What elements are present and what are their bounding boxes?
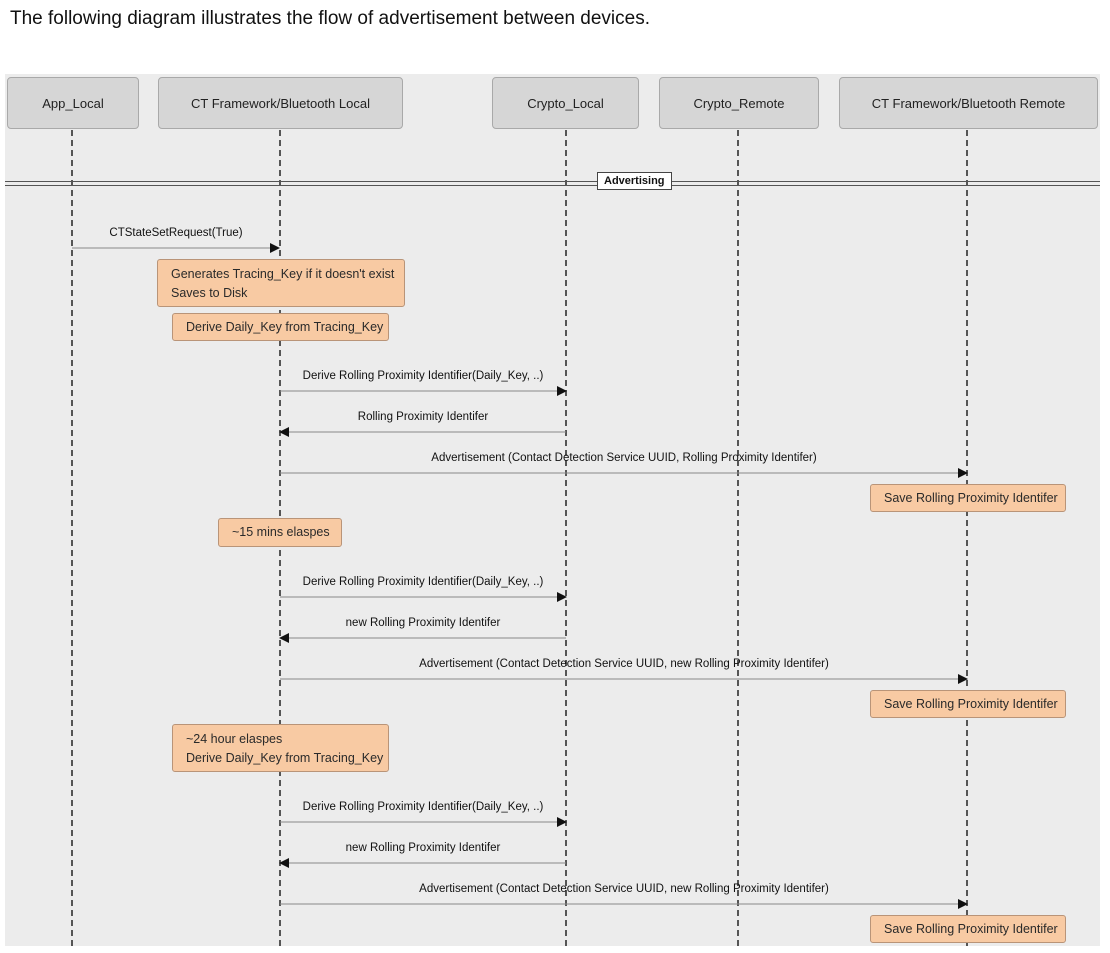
message-arrows: [72, 243, 968, 909]
section-separator: [5, 181, 1100, 186]
message-label: Advertisement (Contact Detection Service…: [431, 452, 817, 464]
note-line: Generates Tracing_Key if it doesn't exis…: [171, 267, 395, 281]
note-15-mins-elapse: ~15 mins elaspes: [218, 518, 342, 547]
note-save-rpi: Save Rolling Proximity Identifer: [870, 484, 1066, 512]
note-line: ~24 hour elaspes: [186, 732, 283, 746]
note-save-rpi: Save Rolling Proximity Identifer: [870, 690, 1066, 718]
lifeline-ct-framework-remote: [966, 130, 968, 946]
note-line: Save Rolling Proximity Identifer: [884, 491, 1058, 505]
message-label: Derive Rolling Proximity Identifier(Dail…: [302, 576, 544, 588]
message-label: Derive Rolling Proximity Identifier(Dail…: [302, 370, 544, 382]
message-label: new Rolling Proximity Identifer: [345, 842, 501, 854]
message-label: CTStateSetRequest(True): [109, 227, 243, 239]
lifeline-crypto-remote: [737, 130, 739, 946]
participant-ct-framework-local: CT Framework/Bluetooth Local: [158, 77, 403, 129]
note-line: Derive Daily_Key from Tracing_Key: [186, 751, 384, 765]
sequence-diagram: App_Local CT Framework/Bluetooth Local C…: [5, 74, 1100, 946]
note-line: Saves to Disk: [171, 286, 248, 300]
lifeline-app-local: [71, 130, 73, 946]
lifeline-crypto-local: [565, 130, 567, 946]
note-save-rpi: Save Rolling Proximity Identifer: [870, 915, 1066, 943]
participant-crypto-local: Crypto_Local: [492, 77, 639, 129]
message-label: Advertisement (Contact Detection Service…: [419, 883, 829, 895]
section-label-advertising: Advertising: [597, 172, 672, 190]
note-line: ~15 mins elaspes: [232, 525, 330, 539]
note-derive-daily-key: Derive Daily_Key from Tracing_Key: [172, 313, 389, 341]
participant-app-local: App_Local: [7, 77, 139, 129]
message-label: Advertisement (Contact Detection Service…: [419, 658, 829, 670]
message-label: Rolling Proximity Identifer: [357, 411, 489, 423]
note-generate-tracing-key: Generates Tracing_Key if it doesn't exis…: [157, 259, 405, 307]
message-label: new Rolling Proximity Identifer: [345, 617, 501, 629]
note-line: Derive Daily_Key from Tracing_Key: [186, 320, 384, 334]
message-label: Derive Rolling Proximity Identifier(Dail…: [302, 801, 544, 813]
participant-ct-framework-remote: CT Framework/Bluetooth Remote: [839, 77, 1098, 129]
intro-text: The following diagram illustrates the fl…: [10, 8, 650, 29]
participant-crypto-remote: Crypto_Remote: [659, 77, 819, 129]
note-24-hour-elapse: ~24 hour elaspes Derive Daily_Key from T…: [172, 724, 389, 772]
note-line: Save Rolling Proximity Identifer: [884, 922, 1058, 936]
note-line: Save Rolling Proximity Identifer: [884, 697, 1058, 711]
